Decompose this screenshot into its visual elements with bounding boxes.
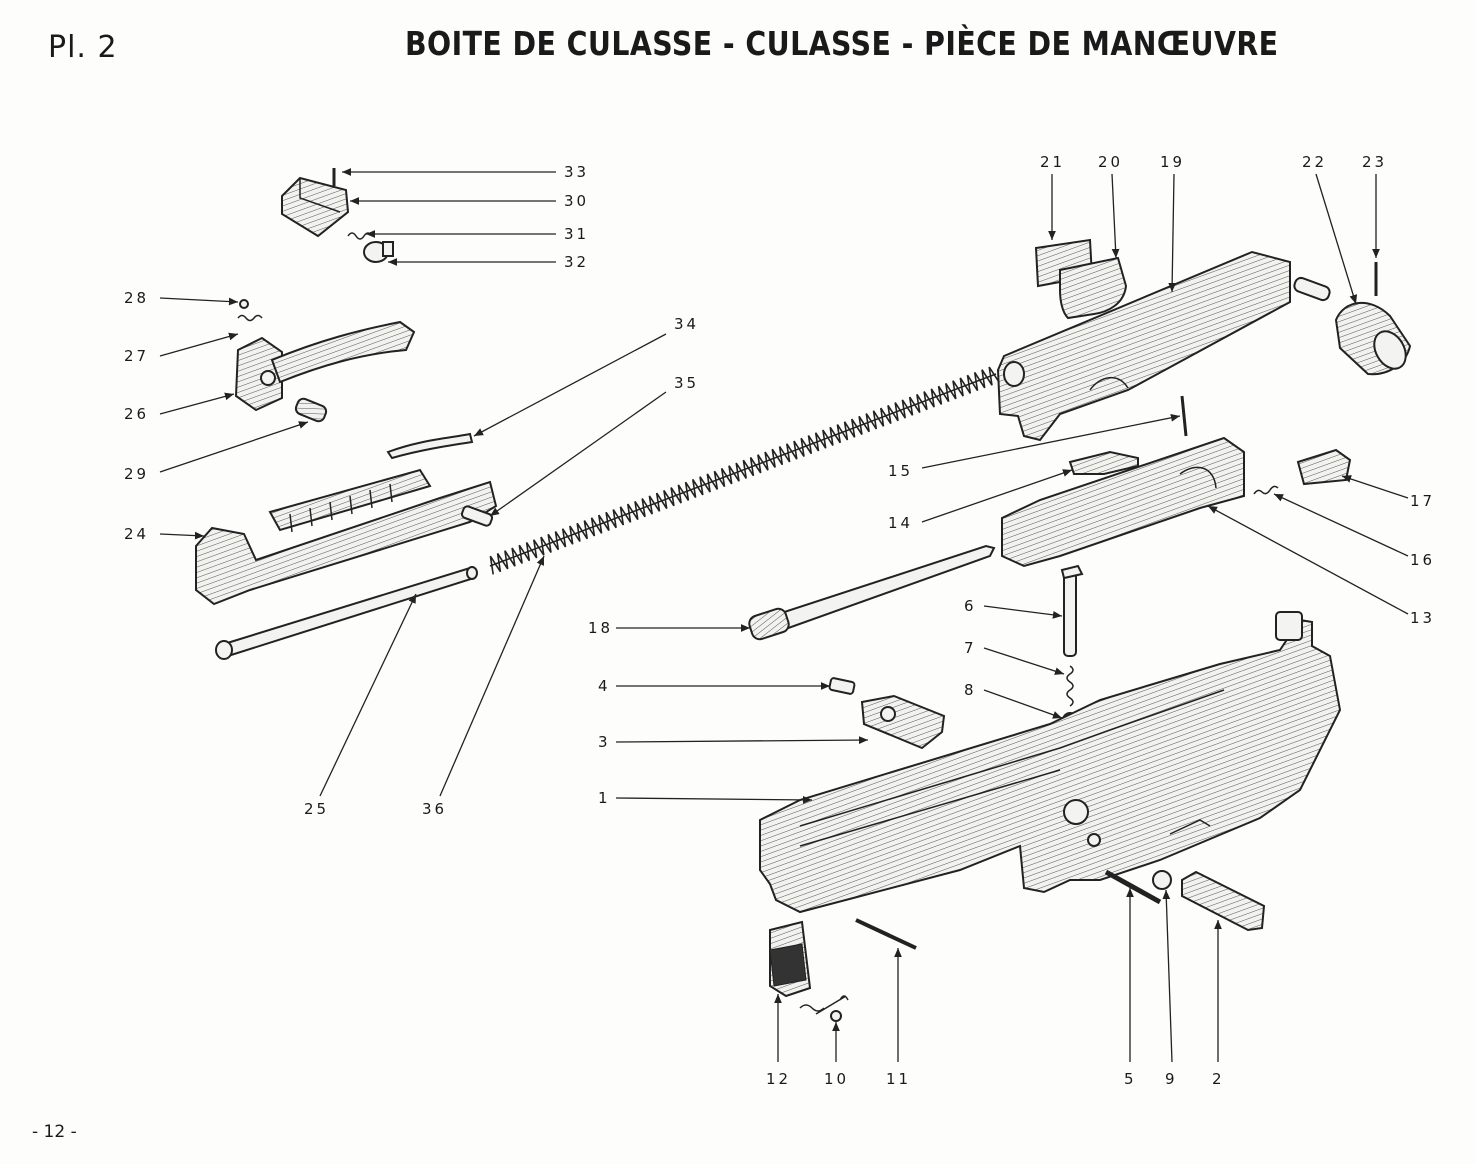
leader-14 <box>921 469 1073 523</box>
leader-16 <box>1273 493 1409 557</box>
callout-17: 17 <box>1410 492 1435 510</box>
callout-30: 30 <box>564 192 589 210</box>
callout-25: 25 <box>304 800 329 818</box>
part-16-spring <box>1253 485 1279 495</box>
part-35-pin <box>460 505 494 527</box>
callout-24: 24 <box>124 525 149 543</box>
part-28-ball <box>239 299 249 309</box>
recoil-spring-coil <box>489 366 1000 575</box>
callout-5: 5 <box>1124 1070 1137 1088</box>
part-32-knob <box>363 241 394 263</box>
callout-8: 8 <box>964 681 977 699</box>
leader-1 <box>615 796 813 804</box>
leader-8 <box>983 689 1063 719</box>
callout-18: 18 <box>588 619 613 637</box>
part-6-plunger <box>1060 564 1084 657</box>
callout-15: 15 <box>888 462 913 480</box>
callout-27: 27 <box>124 347 149 365</box>
part-7-spring <box>1066 665 1074 707</box>
part-10-springs <box>799 995 849 1022</box>
part-26-latch <box>234 320 416 412</box>
callout-29: 29 <box>124 465 149 483</box>
callout-22: 22 <box>1302 153 1327 171</box>
part-36-recoil-spring <box>489 366 1000 575</box>
part-9-nut <box>1152 870 1172 890</box>
part-19-bolt-body <box>996 250 1331 442</box>
leader-27 <box>159 332 239 357</box>
leader-7 <box>983 647 1065 675</box>
leader-9 <box>1162 889 1173 1063</box>
callout-3: 3 <box>598 733 611 751</box>
callout-21: 21 <box>1040 153 1065 171</box>
leader-3 <box>615 736 869 744</box>
part-30-sight-block <box>281 176 350 238</box>
callout-20: 20 <box>1098 153 1123 171</box>
part-27-spring <box>237 314 263 322</box>
callout-19: 19 <box>1160 153 1185 171</box>
part-1-receiver <box>759 611 1342 914</box>
part-17-nut <box>1296 448 1352 486</box>
callout-26: 26 <box>124 405 149 423</box>
plate-number: Pl. 2 <box>48 30 118 65</box>
callout-34: 34 <box>674 315 699 333</box>
leader-24 <box>159 531 205 540</box>
callout-14: 14 <box>888 514 913 532</box>
callout-11: 11 <box>886 1070 911 1088</box>
leader-20 <box>1111 173 1120 259</box>
part-18-firing-pin <box>748 544 996 641</box>
part-29-pin <box>294 397 328 423</box>
part-20-plate <box>1059 256 1128 320</box>
part-24-cover <box>195 468 498 606</box>
page-number: - 12 - <box>32 1122 77 1142</box>
leader-19 <box>1168 173 1177 293</box>
callout-33: 33 <box>564 163 589 181</box>
part-2-pin <box>1181 870 1266 932</box>
part-22-charging-knob <box>1334 301 1412 376</box>
callout-9: 9 <box>1165 1070 1178 1088</box>
part-3-plate <box>860 694 946 750</box>
callout-35: 35 <box>674 374 699 392</box>
callout-36: 36 <box>422 800 447 818</box>
callout-4: 4 <box>598 677 611 695</box>
part-15-pin <box>1180 395 1188 437</box>
leader-15 <box>921 413 1181 469</box>
plate-title: BOITE DE CULASSE - CULASSE - PIÈCE DE MA… <box>405 24 1279 63</box>
leader-29 <box>159 421 309 473</box>
callout-1: 1 <box>598 789 611 807</box>
part-5-pin <box>1104 869 1162 905</box>
callout-12: 12 <box>766 1070 791 1088</box>
leader-22 <box>1315 173 1358 305</box>
part-12-catch <box>769 920 812 998</box>
callout-16: 16 <box>1410 551 1435 569</box>
part-13-bolt-head <box>1001 436 1245 568</box>
leader-6 <box>983 605 1063 619</box>
part-4-screw <box>828 677 856 695</box>
leader-36 <box>439 555 545 797</box>
callout-23: 23 <box>1362 153 1387 171</box>
leader-35 <box>489 391 667 517</box>
callout-6: 6 <box>964 597 977 615</box>
callout-13: 13 <box>1410 609 1435 627</box>
part-34-flat-spring <box>386 432 474 460</box>
part-25-guide-rod <box>215 566 478 660</box>
leader-17 <box>1341 475 1409 499</box>
leader-34 <box>473 333 667 437</box>
callout-28: 28 <box>124 289 149 307</box>
leader-26 <box>159 392 235 415</box>
callout-10: 10 <box>824 1070 849 1088</box>
leader-13 <box>1207 505 1409 615</box>
leader-28 <box>159 297 239 306</box>
leader-25 <box>319 593 417 797</box>
part-11-pin <box>855 918 917 950</box>
callout-32: 32 <box>564 253 589 271</box>
callout-31: 31 <box>564 225 589 243</box>
callout-2: 2 <box>1212 1070 1225 1088</box>
callout-7: 7 <box>964 639 977 657</box>
